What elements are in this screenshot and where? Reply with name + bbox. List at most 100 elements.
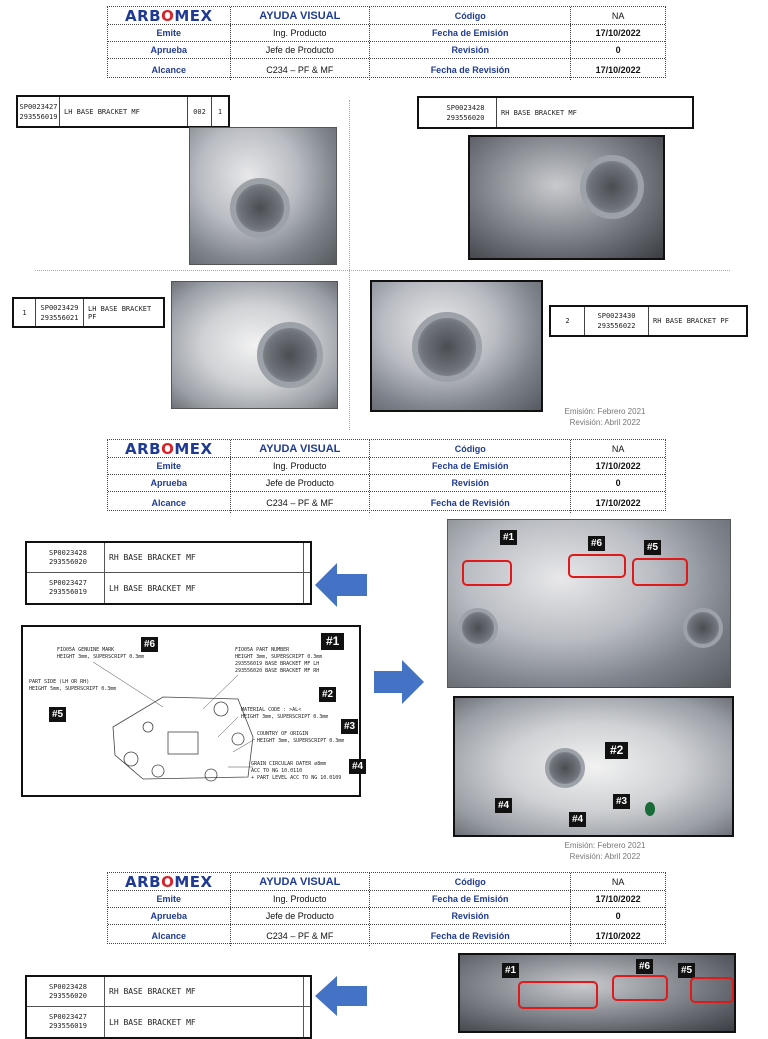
tag-4: #4	[569, 812, 587, 827]
codigo-value: NA	[611, 10, 625, 21]
tag-6: #6	[636, 959, 654, 974]
fecha-emision-label: Fecha de Emisión	[370, 25, 572, 41]
fecha-emision-value: 17/10/2022	[595, 461, 641, 471]
doc-title: AYUDA VISUAL	[231, 7, 371, 24]
company-logo: ARBOMEX	[108, 440, 231, 458]
codigo-label: Código	[370, 873, 572, 890]
header-table: ARBOMEX AYUDA VISUAL Código NA Emite Ing…	[107, 872, 666, 946]
photo-lh-mf-bracket	[189, 127, 337, 265]
tag-3: #3	[613, 794, 631, 809]
photo-rh-pf-bracket	[370, 280, 543, 412]
revision-label: Revisión	[370, 908, 572, 924]
tag-6: #6	[588, 536, 606, 551]
emite-label: Emite	[108, 458, 231, 474]
alcance-label: Alcance	[108, 59, 231, 80]
tag-5: #5	[644, 540, 662, 555]
alcance-value: C234 – PF & MF	[231, 492, 371, 513]
revision-value: 0	[615, 478, 621, 488]
tag-5: #5	[678, 963, 696, 978]
company-logo: ARBOMEX	[108, 873, 231, 891]
fecha-revision-value: 17/10/2022	[595, 930, 641, 941]
tag-4: #4	[495, 798, 513, 813]
aprueba-value: Jefe de Producto	[231, 42, 371, 58]
note-country-origin: COUNTRY OF ORIGIN HEIGHT 3mm, SUPERSCRIP…	[257, 731, 345, 744]
arrow-right-icon	[374, 660, 424, 704]
tag-2: #2	[319, 687, 337, 702]
arrow-left-icon	[315, 976, 367, 1016]
photo-rh-mf-bracket	[468, 135, 665, 260]
aprueba-value: Jefe de Producto	[231, 908, 371, 924]
tag-1: #1	[502, 963, 520, 978]
fecha-emision-label: Fecha de Emisión	[370, 891, 572, 907]
alcance-value: C234 – PF & MF	[231, 925, 371, 946]
emite-label: Emite	[108, 25, 231, 41]
tag-2: #2	[605, 742, 629, 759]
alcance-label: Alcance	[108, 925, 231, 946]
note-grain-dater: GRAIN CIRCULAR DATER ⌀8mm ACC TO NG 10.0…	[251, 761, 342, 781]
highlight-box	[518, 981, 598, 1009]
emite-value: Ing. Producto	[231, 25, 371, 41]
fecha-emision-value: 17/10/2022	[595, 28, 641, 38]
highlight-box	[568, 554, 626, 578]
doc-title: AYUDA VISUAL	[231, 873, 371, 890]
note-material-code: MATERIAL CODE : >AL< HEIGHT 3mm, SUPERSC…	[241, 707, 329, 720]
tag-4: #4	[349, 759, 367, 774]
photo-bracket-markings-top: #1 #6 #5	[447, 519, 731, 688]
aprueba-label: Aprueba	[108, 42, 231, 58]
fecha-revision-label: Fecha de Revisión	[370, 492, 572, 513]
codigo-label: Código	[370, 7, 572, 24]
fecha-revision-label: Fecha de Revisión	[370, 925, 572, 946]
note-genuine-mark: FIO05A GENUINE MARK HEIGHT 3mm, SUPERSCR…	[57, 647, 145, 660]
codigo-value: NA	[611, 443, 625, 454]
fecha-revision-label: Fecha de Revisión	[370, 59, 572, 80]
doc-title: AYUDA VISUAL	[231, 440, 371, 457]
section-divider	[349, 100, 350, 430]
fecha-revision-value: 17/10/2022	[595, 64, 641, 75]
alcance-label: Alcance	[108, 492, 231, 513]
arrow-left-icon	[315, 563, 367, 607]
emite-value: Ing. Producto	[231, 458, 371, 474]
aprueba-label: Aprueba	[108, 475, 231, 491]
alcance-value: C234 – PF & MF	[231, 59, 371, 80]
note-part-number: FIO05A PART NUMBER HEIGHT 3mm, SUPERSCRI…	[235, 647, 323, 674]
emite-label: Emite	[108, 891, 231, 907]
aprueba-label: Aprueba	[108, 908, 231, 924]
photo-lh-pf-bracket	[171, 281, 338, 409]
highlight-box	[632, 558, 688, 586]
aprueba-value: Jefe de Producto	[231, 475, 371, 491]
tag-6: #6	[141, 637, 159, 652]
technical-drawing: FIO05A GENUINE MARK HEIGHT 3mm, SUPERSCR…	[21, 625, 367, 797]
fecha-emision-value: 17/10/2022	[595, 894, 641, 904]
fecha-emision-label: Fecha de Emisión	[370, 458, 572, 474]
photo-bracket-markings-bottom: #2 #3 #4 #4	[453, 696, 734, 837]
revision-value: 0	[615, 45, 621, 55]
highlight-box	[612, 975, 668, 1001]
header-table: ARBOMEX AYUDA VISUAL Código NA Emite Ing…	[107, 6, 666, 80]
green-dot-marker	[645, 802, 655, 816]
emite-value: Ing. Producto	[231, 891, 371, 907]
highlight-box	[690, 977, 734, 1003]
note-part-side: PART SIDE (LH OR RH) HEIGHT 5mm, SUPERSC…	[29, 679, 117, 692]
tag-1: #1	[500, 530, 518, 545]
company-logo: ARBOMEX	[108, 7, 231, 25]
header-table: ARBOMEX AYUDA VISUAL Código NA Emite Ing…	[107, 439, 666, 513]
highlight-box	[462, 560, 512, 586]
codigo-value: NA	[611, 876, 625, 887]
revision-value: 0	[615, 911, 621, 921]
codigo-label: Código	[370, 440, 572, 457]
tag-3: #3	[341, 719, 359, 734]
revision-label: Revisión	[370, 475, 572, 491]
section-divider	[35, 270, 730, 271]
tag-5: #5	[49, 707, 67, 722]
